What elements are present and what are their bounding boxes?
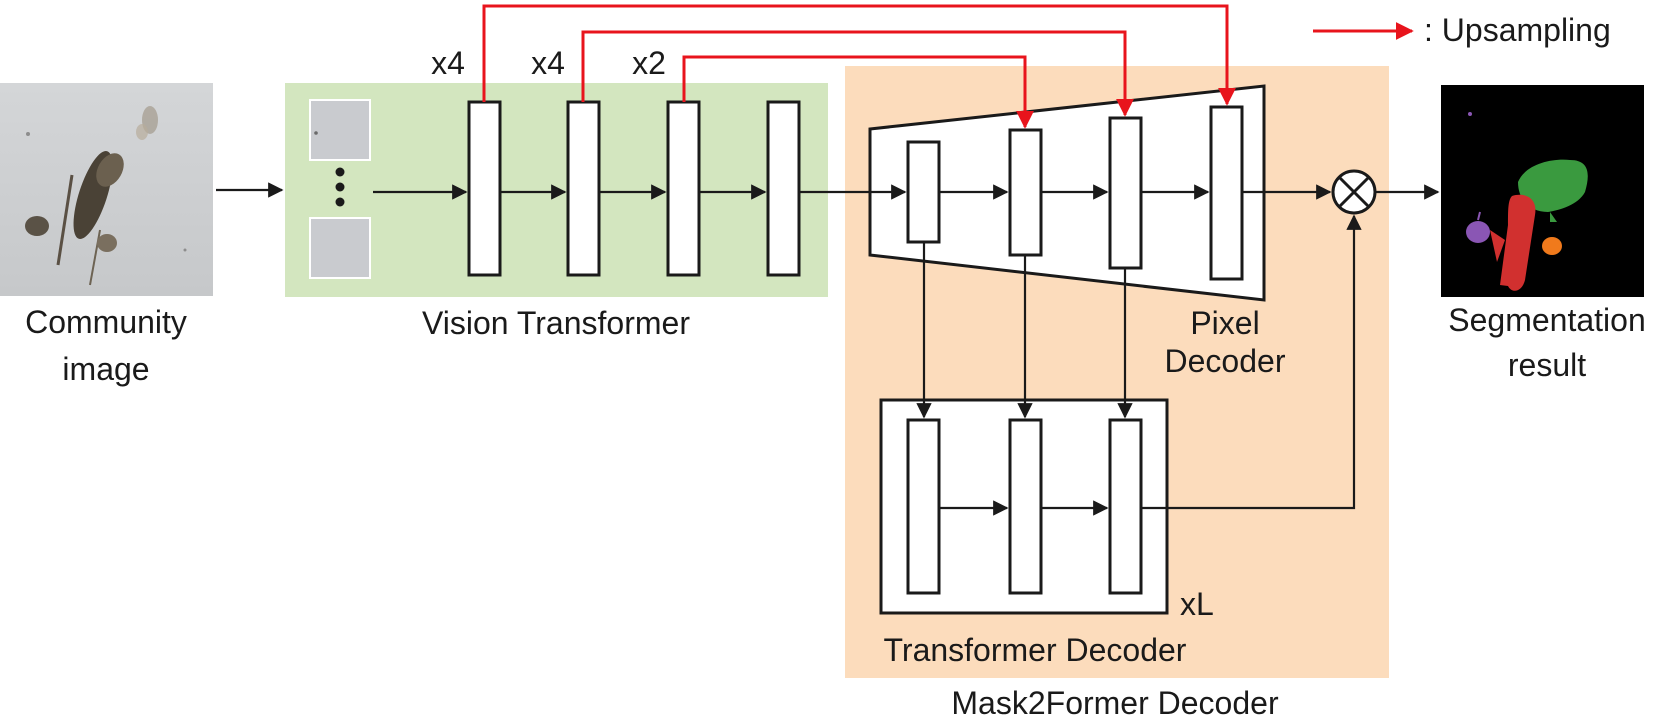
pixel-decoder-label-line1: Pixel xyxy=(1190,305,1259,341)
upsampling-arrow-x4-inner xyxy=(581,30,1134,117)
transformer-decoder-block-3 xyxy=(1108,418,1143,595)
pixel-decoder-block-2 xyxy=(1008,128,1043,257)
segmentation-result-label-line2: result xyxy=(1508,347,1586,383)
segmentation-result-image xyxy=(1441,85,1644,297)
community-image-label-line1: Community xyxy=(25,304,187,340)
factor-label-3: x2 xyxy=(632,45,666,81)
community-image xyxy=(0,83,213,296)
repeat-L-label: xL xyxy=(1180,586,1214,622)
ellipsis-dots xyxy=(335,167,345,207)
upsampling-arrow-x2 xyxy=(682,55,1034,129)
mask2former-decoder-label: Mask2Former Decoder xyxy=(951,685,1279,721)
pixel-decoder-label-line2: Decoder xyxy=(1165,343,1286,379)
patch-speck xyxy=(314,131,318,135)
vit-block-2 xyxy=(566,100,601,277)
patch-token-bottom xyxy=(309,217,371,279)
upsampling-arrow-x4-outer xyxy=(482,4,1236,106)
multiply-icon xyxy=(1331,169,1377,215)
community-image-label-line2: image xyxy=(62,351,149,387)
pixel-decoder-block-4 xyxy=(1209,105,1244,281)
pixel-decoder-block-3 xyxy=(1108,116,1143,270)
transformer-decoder-block-2 xyxy=(1008,418,1043,595)
vit-block-4 xyxy=(766,100,801,277)
factor-label-2: x4 xyxy=(531,45,565,81)
patch-token-top xyxy=(309,99,371,161)
factor-label-1: x4 xyxy=(431,45,465,81)
arrow-td-to-multiply xyxy=(1141,214,1362,510)
vit-block-1 xyxy=(467,100,502,277)
vit-block-3 xyxy=(666,100,701,277)
transformer-decoder-label: Transformer Decoder xyxy=(884,632,1187,668)
pixel-decoder-block-1 xyxy=(906,140,941,244)
legend-upsampling-label: : Upsampling xyxy=(1424,12,1611,48)
transformer-decoder-block-1 xyxy=(906,418,941,595)
vision-transformer-label: Vision Transformer xyxy=(422,305,690,341)
segmentation-result-label-line1: Segmentation xyxy=(1448,302,1645,338)
